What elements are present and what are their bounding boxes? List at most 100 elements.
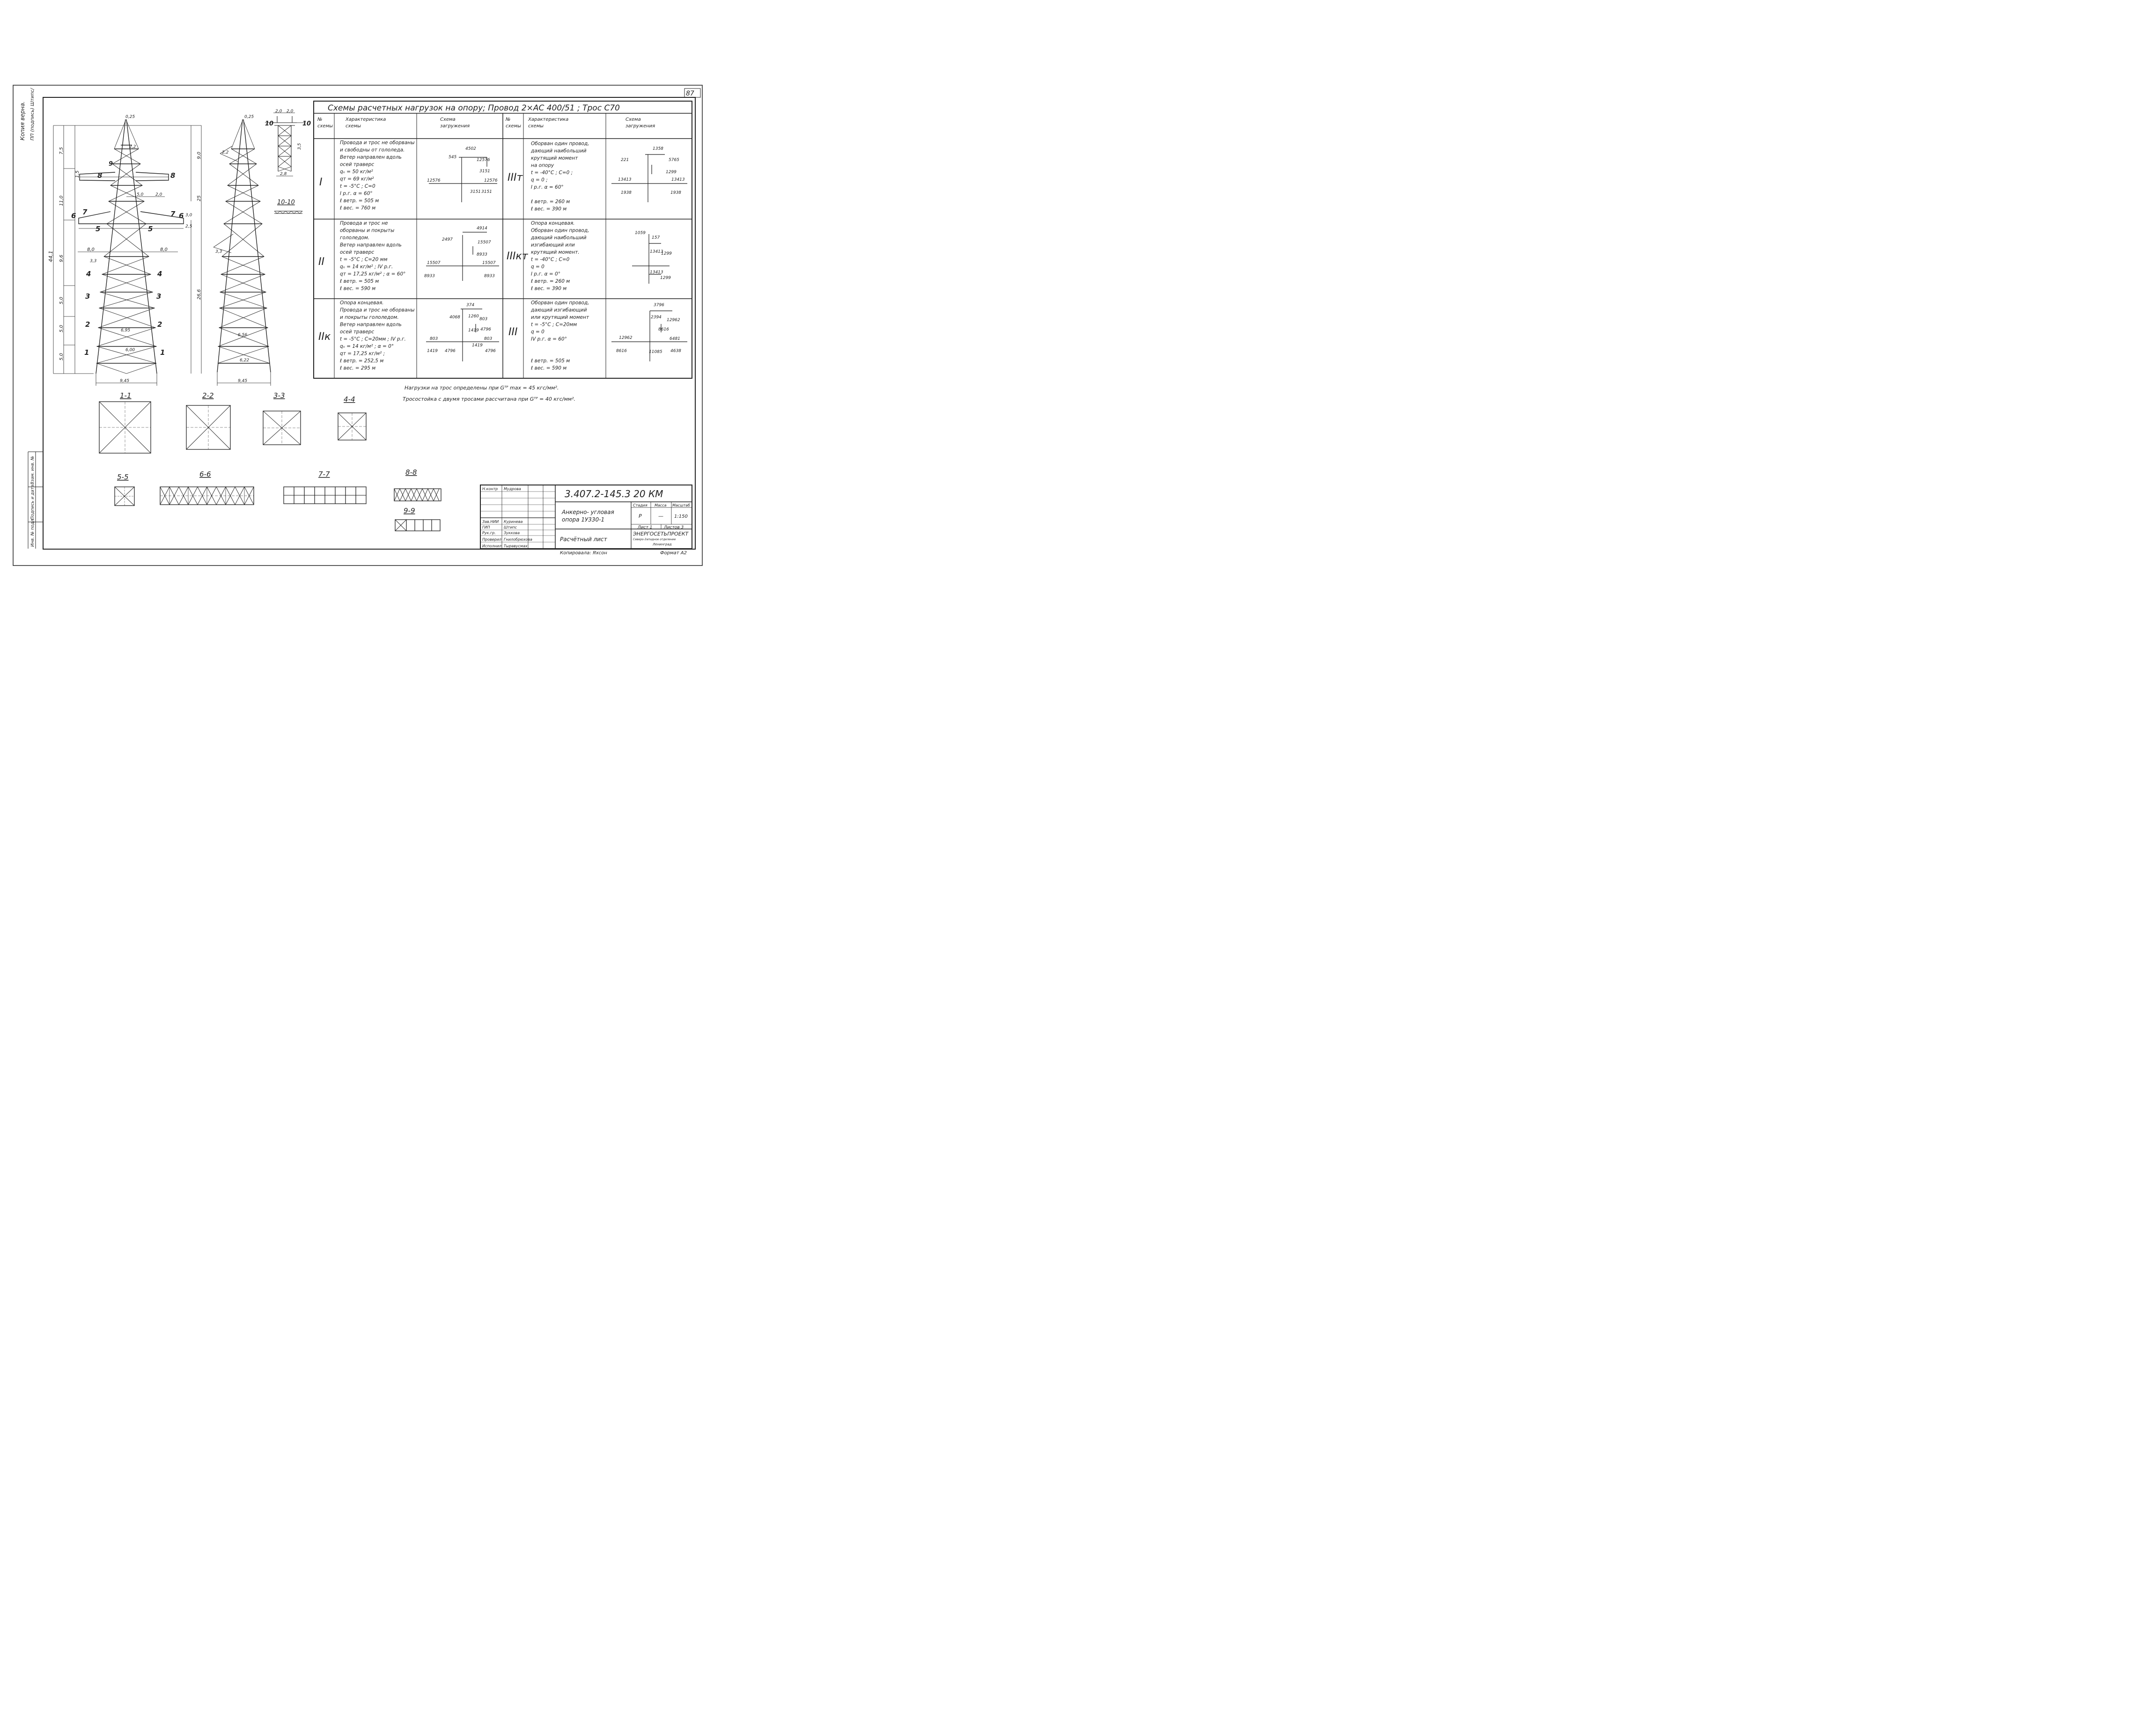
tower-front-labels: 0,25 7,5 11,0 9,6 5,0 5,0 5,0 44,1 9,0 2… <box>48 115 202 383</box>
row-3-line-6: I р.г. α = 60° <box>531 184 564 190</box>
scheme-value-5-2: 12962 <box>667 318 680 323</box>
row-4-line-1: Оборван один провод, <box>531 228 589 234</box>
svg-text:10: 10 <box>265 120 273 127</box>
row-4-line-3: изгибающий или <box>531 242 575 248</box>
sheets-label: Листов 3 <box>663 525 684 530</box>
scheme-value-3-6: 1938 <box>621 191 632 195</box>
scheme-value-2-10: 4796 <box>485 349 496 353</box>
scheme-value-2-5: 1419 <box>468 328 479 333</box>
drawing-code: 3.407.2-145.3 20 КМ <box>565 488 663 500</box>
tower-front-view <box>53 119 202 386</box>
svg-text:4: 4 <box>157 270 162 278</box>
section-title-6-6: 6-6 <box>199 470 211 478</box>
section-title-7-7: 7-7 <box>318 470 330 478</box>
role-9: Исполнил <box>482 544 501 548</box>
header-char-4: схемы <box>528 124 544 129</box>
header-char-4: Характеристика <box>528 117 568 122</box>
svg-text:8,0: 8,0 <box>87 247 95 252</box>
row-id-1: II <box>318 256 324 268</box>
svg-text:6,00: 6,00 <box>125 348 135 353</box>
scheme-value-1-5: 8933 <box>424 274 435 279</box>
row-4-line-4: крутящий момент. <box>531 250 580 255</box>
header-num-0: схемы <box>317 124 333 129</box>
row-0-line-1: и свободны от гололеда. <box>340 147 405 153</box>
row-4-line-6: q = 0 <box>531 264 545 270</box>
sheet-label: Лист 1 <box>637 525 652 530</box>
copy-signed: ПП (подпись) Штипс/ <box>30 88 35 140</box>
svg-text:2,2: 2,2 <box>222 150 229 155</box>
name-7: Зуккова <box>504 531 520 535</box>
scheme-value-1-6: 15507 <box>482 261 496 265</box>
svg-text:6: 6 <box>71 212 76 220</box>
svg-text:2,0: 2,0 <box>287 109 294 114</box>
svg-text:1: 1 <box>160 348 165 357</box>
scheme-value-1-7: 8933 <box>484 274 495 279</box>
section-title-9-9: 9-9 <box>404 507 415 515</box>
scheme-value-1-3: 8933 <box>477 252 487 257</box>
svg-text:6: 6 <box>179 212 184 220</box>
scheme-diagrams <box>426 154 687 361</box>
cross-sections <box>99 401 442 531</box>
scale-value: 1:150 <box>674 514 688 519</box>
row-4-line-2: дающий наибольший <box>530 235 587 241</box>
scheme-value-5-1: 2394 <box>651 315 662 320</box>
scheme-value-0-2: 12576 <box>477 158 490 162</box>
scheme-value-1-4: 15507 <box>427 261 441 265</box>
scheme-value-2-8: 1419 <box>427 349 438 353</box>
row-1-line-6: qₙ = 14 кг/м² ; IV р.г. <box>340 264 393 270</box>
row-id-3: IIIт <box>508 172 523 184</box>
name-9: Тыравусмах <box>504 544 528 548</box>
svg-text:2,2: 2,2 <box>129 145 136 149</box>
name-5: Куринева <box>504 520 523 524</box>
row-2-line-2: и покрыты гололедом. <box>340 315 399 320</box>
org-sub: Северо-Западное отделение <box>633 538 676 541</box>
row-5-line-9: ℓ вес. = 590 м <box>530 366 567 371</box>
header-num-0: № <box>317 117 322 122</box>
scheme-value-2-3: 803 <box>479 317 487 322</box>
scheme-value-3-5: 13413 <box>671 177 685 182</box>
scheme-value-2-9: 803 <box>484 337 492 341</box>
svg-text:7: 7 <box>170 210 176 218</box>
row-2-line-8: ℓ ветр. = 252,5 м <box>339 358 383 364</box>
row-1-line-4: осей траверс <box>340 250 374 255</box>
scheme-value-5-4: 12962 <box>619 336 633 340</box>
row-2-line-3: Ветер направлен вдоль <box>340 322 402 328</box>
scheme-value-2-1: 374 <box>466 303 474 308</box>
section-title-4-4: 4-4 <box>344 395 355 404</box>
svg-text:5: 5 <box>96 225 100 233</box>
row-2-line-7: qᴛ = 17,25 кг/м² ; <box>340 351 385 357</box>
title-block-text: 3.407.2-145.3 20 КМ Анкерно- угловая опо… <box>560 488 690 556</box>
svg-text:2,0: 2,0 <box>155 192 162 197</box>
scheme-value-0-3: 3151 <box>479 169 490 174</box>
svg-text:5,0: 5,0 <box>59 353 64 360</box>
svg-text:7,5: 7,5 <box>59 147 64 154</box>
svg-text:5,0: 5,0 <box>59 325 64 332</box>
header-num-3: № <box>505 117 510 122</box>
row-1-line-5: t = -5°C ; C=20 мм <box>340 257 388 263</box>
object-line-1: Анкерно- угловая <box>561 509 614 515</box>
row-3-line-9: ℓ вес. = 390 м <box>530 206 567 212</box>
drawing-sheet: 87 Взам. инв. № Подпись и дата Инв. № по… <box>13 85 703 566</box>
row-0-line-7: I р.г. α = 60° <box>340 191 373 197</box>
scheme-value-0-6: 12576 <box>484 178 498 183</box>
tower-side-view <box>213 119 271 386</box>
svg-text:0,25: 0,25 <box>125 115 135 119</box>
svg-text:5,0: 5,0 <box>59 297 64 304</box>
row-1-line-3: Ветер направлен вдоль <box>340 242 402 248</box>
svg-text:3: 3 <box>156 292 161 301</box>
row-5-line-3: t = -5°C ; C=20мм <box>531 322 577 328</box>
svg-text:3,0: 3,0 <box>185 213 192 218</box>
name-6: Штипс <box>504 525 517 529</box>
row-5-line-0: Оборван один провод, <box>531 300 589 306</box>
row-3-line-1: дающий наибольший <box>530 148 587 154</box>
row-3-line-3: на опору <box>531 163 554 169</box>
scheme-value-0-5: 3151 <box>470 190 481 194</box>
svg-text:4: 4 <box>86 270 91 278</box>
section-title-3-3: 3-3 <box>273 391 285 400</box>
tower-side-labels: 0,25 2,2 3,3 6,56 6,22 9,45 <box>215 115 254 383</box>
row-5-line-2: или крутящий момент <box>531 315 589 320</box>
detail-10-view <box>265 112 304 214</box>
scheme-value-2-7: 4796 <box>445 349 456 353</box>
